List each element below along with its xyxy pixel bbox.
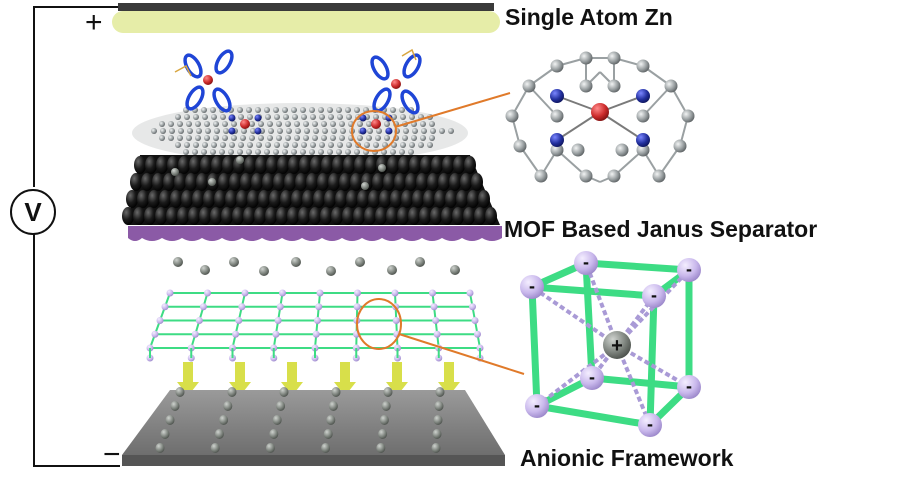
svg-text:-: -	[686, 259, 692, 279]
zn-atom-left	[240, 119, 250, 129]
svg-text:-: -	[686, 376, 692, 396]
svg-text:-: -	[647, 414, 653, 434]
anionic-framework-cube: +--------	[520, 251, 701, 437]
negative-terminal-sign: −	[103, 438, 121, 471]
carbon-fiber-layer	[122, 155, 500, 225]
adsorbed-molecule-left	[174, 49, 234, 113]
mof-separator-label: MOF Based Janus Separator	[504, 216, 818, 242]
cathode-collector	[118, 3, 494, 11]
anionic-framework-label: Anionic Framework	[520, 445, 734, 471]
svg-text:-: -	[583, 252, 589, 272]
svg-text:-: -	[589, 367, 595, 387]
svg-text:+: +	[611, 335, 623, 357]
positive-terminal-sign: +	[85, 6, 103, 39]
single-atom-zn-structure	[505, 51, 695, 183]
adsorbed-molecule-right	[370, 48, 422, 115]
circuit-wire	[33, 6, 120, 467]
mof-lattice-layer	[146, 289, 484, 362]
separator-band	[128, 226, 502, 241]
svg-text:-: -	[534, 395, 540, 415]
svg-text:-: -	[529, 276, 535, 296]
deposition-arrows	[177, 362, 460, 396]
svg-text:-: -	[651, 285, 657, 305]
cathode-coating	[112, 11, 500, 33]
single-atom-zn-label: Single Atom Zn	[505, 4, 673, 30]
zinc-ions	[171, 156, 460, 276]
voltmeter-symbol: V	[24, 197, 42, 227]
zinc-anode-plate	[122, 387, 505, 466]
voltmeter-icon: V	[10, 189, 56, 235]
callout-single-atom	[351, 92, 511, 152]
callout-mof	[356, 298, 525, 375]
zn-atom-right	[371, 119, 381, 129]
